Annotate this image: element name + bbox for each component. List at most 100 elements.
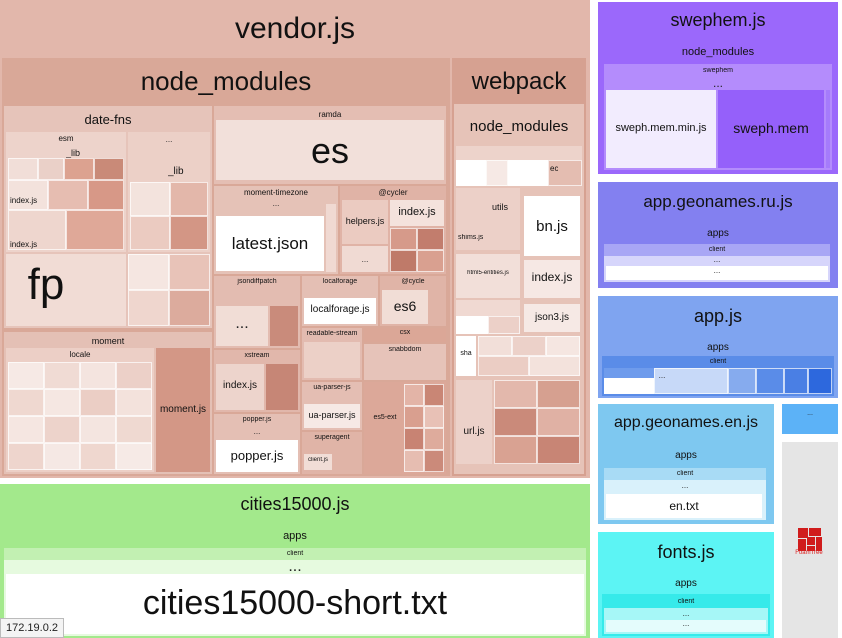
geonames-ru-title: app.geonames.ru.js bbox=[643, 192, 793, 211]
ramda-es-label: es bbox=[310, 130, 350, 171]
xstream-index-block[interactable]: index.js bbox=[216, 364, 264, 410]
webpack-node-modules-label: node_modules bbox=[469, 118, 569, 135]
webpack-bottom-tile bbox=[537, 380, 580, 408]
cycle-block[interactable]: @cycle es6 bbox=[380, 276, 446, 326]
ua-parser-block[interactable]: ua-parser-js ua-parser.js bbox=[302, 382, 362, 430]
webpack-bottom-mosaic bbox=[494, 380, 580, 464]
cities-apps-block[interactable]: client ... cities15000-short.txt bbox=[4, 548, 586, 636]
es6-label: es6 bbox=[393, 298, 417, 314]
date-fns-label: date-fns bbox=[84, 112, 132, 127]
locale-block[interactable]: locale bbox=[6, 348, 154, 472]
moment-timezone-block[interactable]: moment-timezone ... latest.json bbox=[214, 186, 338, 274]
moment-timezone-label: moment-timezone bbox=[243, 188, 309, 197]
csx-block[interactable]: csx bbox=[364, 328, 446, 342]
bn-js-block[interactable]: bn.js bbox=[524, 196, 580, 256]
locale-tile bbox=[116, 416, 152, 443]
ua-parser-file-label: ua-parser.js bbox=[308, 410, 356, 420]
webpack-title: webpack bbox=[471, 68, 567, 95]
webpack-low-tile bbox=[546, 336, 580, 356]
jsondiffpatch-inner[interactable]: ... bbox=[216, 306, 268, 346]
cycler-block[interactable]: @cycler helpers.js index.js ... bbox=[340, 186, 446, 274]
locale-mosaic bbox=[8, 362, 152, 470]
jsondiffpatch-block[interactable]: jsondiffpatch ... bbox=[214, 276, 300, 348]
cities-client-block[interactable]: ... cities15000-short.txt bbox=[4, 560, 586, 636]
cities-js-block[interactable]: cities15000.js apps client ... cities150… bbox=[0, 484, 590, 638]
es5-tile bbox=[404, 450, 424, 472]
readable-stream-block[interactable]: readable-stream bbox=[302, 328, 362, 380]
fonts-file-dots: ... bbox=[682, 620, 690, 628]
webpack-tile bbox=[486, 160, 508, 186]
geonames-en-file-block[interactable]: en.txt bbox=[606, 494, 762, 518]
sweph-mem-block[interactable]: sweph.mem bbox=[718, 90, 824, 168]
moment-block[interactable]: moment locale bbox=[4, 332, 212, 474]
latest-json-block[interactable]: latest.json bbox=[216, 216, 324, 271]
helpers-js-label: helpers.js bbox=[345, 216, 385, 226]
locale-tile bbox=[8, 389, 44, 416]
sweph-mem-min-block[interactable]: sweph.mem.min.js bbox=[606, 90, 716, 168]
html5-entities-block[interactable]: html5-entities.js bbox=[456, 254, 520, 298]
es5-ext-block[interactable]: es5-ext bbox=[364, 382, 446, 474]
vendor-node-modules[interactable]: node_modules date-fns esm _lib inde bbox=[2, 58, 450, 476]
date-fns-block[interactable]: date-fns esm _lib index.js index.js bbox=[4, 106, 212, 328]
localforage-js-block[interactable]: localforage.js bbox=[304, 298, 376, 324]
fonts-js-block[interactable]: fonts.js apps client ... ... bbox=[598, 532, 774, 638]
moment-js-block[interactable]: moment.js bbox=[156, 348, 210, 472]
localforage-block[interactable]: localforage localforage.js bbox=[302, 276, 378, 326]
app-js-apps-block[interactable]: client ... bbox=[602, 356, 834, 396]
snabbdom-block[interactable]: snabbdom bbox=[364, 344, 446, 380]
url-js-block[interactable]: url.js bbox=[456, 380, 492, 464]
cycler-index-block[interactable]: index.js bbox=[390, 200, 444, 226]
swephem-js-block[interactable]: swephem.js node_modules swephem ... swep… bbox=[598, 2, 838, 174]
client-js-block[interactable]: client.js bbox=[304, 454, 332, 470]
ramda-block[interactable]: ramda es bbox=[214, 106, 446, 184]
helpers-js-block[interactable]: helpers.js bbox=[342, 200, 388, 244]
es6-block[interactable]: es6 bbox=[382, 290, 428, 324]
geonames-en-client-label: client bbox=[676, 470, 694, 477]
fp-block[interactable]: fp bbox=[6, 254, 126, 326]
cycler-dots-block: ... bbox=[342, 246, 388, 272]
fonts-js-title: fonts.js bbox=[657, 542, 715, 562]
sha-block[interactable]: sha bbox=[456, 336, 476, 376]
cycler-mosaic bbox=[390, 228, 444, 272]
geonames-en-block[interactable]: app.geonames.en.js apps client ... en.tx… bbox=[598, 404, 774, 524]
sweph-mem-label: sweph.mem bbox=[733, 120, 809, 136]
small-bundle-block[interactable]: ... bbox=[782, 404, 838, 434]
esm-tile bbox=[88, 180, 124, 210]
xstream-block[interactable]: xstream index.js bbox=[214, 350, 300, 412]
fonts-file-block[interactable]: ... bbox=[606, 620, 766, 632]
webpack-block[interactable]: webpack node_modules ec utils shims.js b… bbox=[452, 58, 586, 476]
popper-block[interactable]: popper.js ... popper.js bbox=[214, 414, 300, 474]
geonames-ru-client-block[interactable]: ... ... bbox=[604, 256, 830, 282]
date-fns-lib-block[interactable]: ... _lib bbox=[128, 132, 210, 252]
moment-label: moment bbox=[91, 336, 125, 346]
app-js-title: app.js bbox=[693, 306, 743, 326]
ua-parser-label: ua-parser-js bbox=[313, 384, 351, 391]
popper-file-block[interactable]: popper.js bbox=[216, 440, 298, 472]
fonts-client-block[interactable]: ... ... bbox=[604, 608, 768, 634]
webpack-node-modules[interactable]: node_modules ec utils shims.js bn.js htm… bbox=[454, 104, 584, 474]
geonames-ru-apps-block[interactable]: client ... ... bbox=[604, 244, 830, 282]
superagent-block[interactable]: superagent client.js bbox=[302, 432, 362, 474]
cities-dots: ... bbox=[288, 560, 302, 575]
geonames-ru-dots: ... bbox=[713, 256, 721, 264]
fonts-apps-block[interactable]: client ... ... bbox=[602, 594, 770, 636]
locale-tile bbox=[80, 443, 116, 470]
esm-block[interactable]: esm _lib index.js index.js bbox=[6, 132, 126, 252]
cities-file-block[interactable]: cities15000-short.txt bbox=[6, 574, 584, 634]
webpack-index-block[interactable]: index.js bbox=[524, 260, 580, 298]
utils-block[interactable]: utils shims.js bbox=[456, 188, 520, 250]
vendor-js-block[interactable]: vendor.js node_modules date-fns esm _lib bbox=[0, 0, 590, 478]
swephem-node-modules-block[interactable]: swephem ... sweph.mem.min.js sweph.mem bbox=[604, 64, 832, 170]
fp-tile bbox=[128, 290, 169, 326]
json3-block[interactable]: json3.js bbox=[524, 304, 580, 332]
geonames-en-client-block[interactable]: ... en.txt bbox=[604, 480, 766, 520]
xstream-label: xstream bbox=[244, 352, 270, 359]
app-js-block[interactable]: app.js apps client ... bbox=[598, 296, 838, 398]
jsondiffpatch-label: jsondiffpatch bbox=[237, 278, 277, 285]
geonames-ru-block[interactable]: app.geonames.ru.js apps client ... ... bbox=[598, 182, 838, 288]
ramda-es-block[interactable]: es bbox=[216, 120, 444, 180]
geonames-en-apps-block[interactable]: client ... en.txt bbox=[604, 468, 766, 520]
geonames-ru-file-block[interactable]: ... bbox=[606, 266, 828, 280]
ua-parser-file-block[interactable]: ua-parser.js bbox=[304, 404, 360, 428]
webpack-low-mosaic bbox=[478, 336, 580, 376]
